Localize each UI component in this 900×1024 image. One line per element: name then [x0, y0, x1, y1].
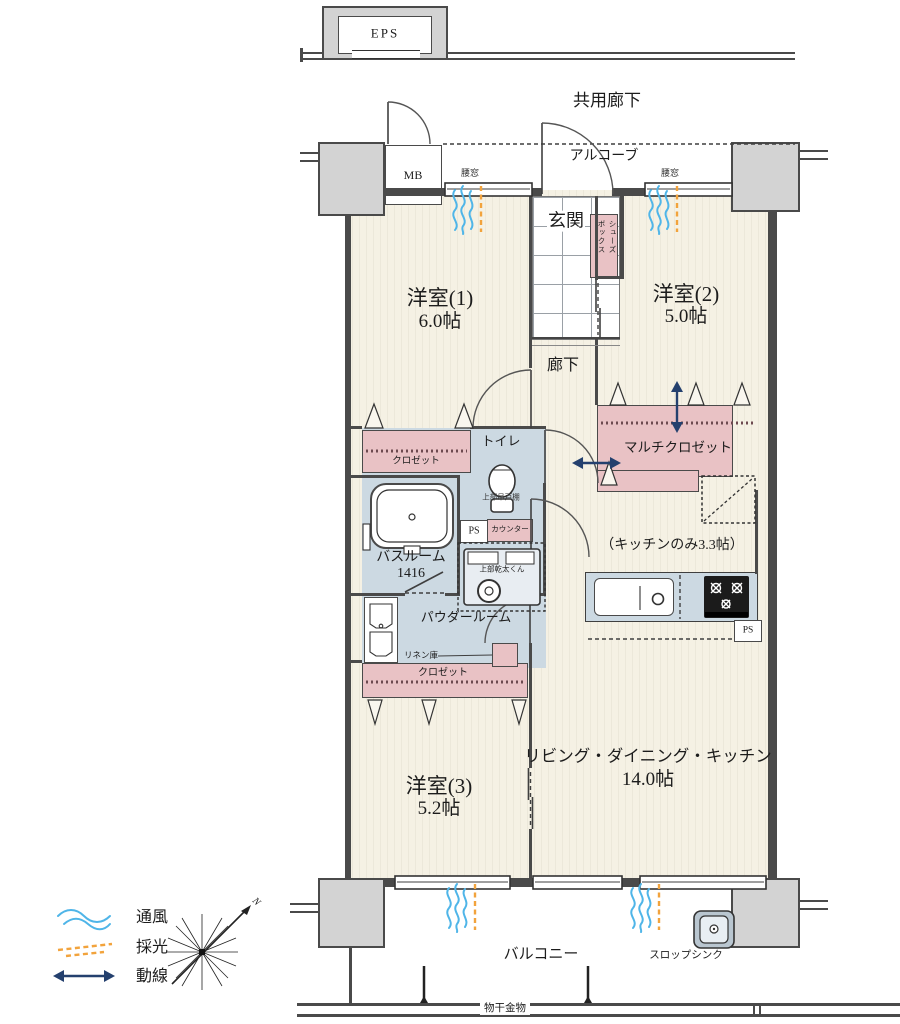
room3-size: 5.2帖 — [417, 798, 461, 820]
bifold-closet-upper — [364, 402, 474, 429]
slop-sink-label: スロップシンク — [649, 949, 723, 961]
sliding-door-room3 — [527, 768, 534, 829]
genkan-label: 玄関 — [547, 210, 585, 232]
linen-box — [492, 643, 518, 667]
sliding-door-room2 — [595, 280, 601, 338]
shoes-box — [590, 214, 618, 278]
linen-leader — [437, 654, 493, 657]
common-corridor-label: 共用廊下 — [573, 91, 641, 111]
legend-flow-label: 動線 — [135, 967, 169, 985]
door-bath-folding — [404, 571, 445, 594]
toilet-shelf-note: 上部吊戸棚 — [482, 492, 520, 502]
balcony-rail — [297, 1014, 900, 1017]
alcove-label: アルコーブ — [569, 148, 639, 164]
balcony-label: バルコニー — [503, 946, 579, 963]
toilet-fixture — [488, 464, 516, 513]
room2-name: 洋室(2) — [652, 281, 720, 306]
pillar-bottom-left — [318, 878, 385, 948]
eps-label: EPS — [370, 25, 400, 41]
kitchen-sink-faucet — [639, 586, 665, 610]
multi-closet-label: マルチクロゼット — [624, 440, 732, 456]
pillar-top-left — [318, 142, 385, 216]
bifold-closet-lower — [367, 699, 527, 727]
wall-top — [351, 188, 445, 196]
ps-toilet-label: PS — [468, 525, 480, 537]
vent-symbol-bottom-right — [630, 882, 661, 934]
legend-light-label: 採光 — [135, 938, 169, 956]
legend-flow-icon — [53, 970, 115, 982]
laundry-fitting-label: 物干金物 — [480, 1002, 530, 1016]
door-ldk — [530, 498, 590, 558]
window-room1-top — [444, 182, 533, 197]
vent-symbol-bottom-left — [446, 882, 477, 934]
bathroom-size: 1416 — [397, 565, 425, 581]
flow-arrow-vertical — [671, 381, 683, 433]
closet-upper-label: クロゼット — [392, 456, 440, 467]
kitchen-note: （キッチンのみ3.3帖） — [600, 537, 744, 553]
waist-window-label-1: 腰窓 — [460, 167, 480, 178]
mb-label: MB — [403, 168, 423, 183]
ps-kitchen-box — [734, 620, 762, 642]
ps-toilet-box — [460, 520, 488, 543]
linen-label: リネン庫 — [403, 650, 439, 661]
shoes-box-label: シューズ ボックス — [597, 220, 617, 254]
window-ldk-bottom2 — [639, 875, 767, 890]
ps-kitchen-label: PS — [742, 625, 754, 636]
hallway-label: 廊下 — [546, 356, 580, 374]
eps-door-sill — [352, 50, 420, 59]
room3-name: 洋室(3) — [405, 773, 473, 798]
waist-window-label-2: 腰窓 — [660, 167, 680, 178]
flow-arrow-horizontal — [572, 457, 621, 469]
door-entrance — [541, 122, 614, 195]
counter-label: カウンター — [491, 524, 529, 534]
door-room1 — [472, 369, 532, 429]
compass-north-arrow — [241, 905, 251, 915]
wall-right — [768, 212, 777, 880]
bifold-multi-closet — [600, 381, 751, 486]
room1-name: 洋室(1) — [406, 285, 474, 310]
pillar-bottom-right — [731, 878, 800, 948]
legend-light-icon — [57, 942, 113, 958]
toilet-label: トイレ — [481, 433, 521, 449]
wall-left — [345, 205, 351, 880]
laundry-pole-fittings — [422, 966, 590, 1003]
compass — [166, 908, 248, 990]
dryer-note: 上部乾太くん — [479, 564, 525, 574]
ldk-size: 14.0帖 — [621, 769, 675, 791]
room2-size: 5.0帖 — [664, 306, 708, 328]
window-ldk-bottom1 — [532, 875, 623, 890]
slop-sink-fixture — [693, 910, 735, 949]
ldk-name: リビング・ダイニング・キッチン — [524, 746, 772, 766]
bathtub-detail — [362, 489, 448, 555]
pillar-top-right — [731, 142, 800, 212]
genkan-step — [532, 337, 620, 346]
legend-vent-label: 通風 — [135, 908, 169, 926]
corridor-line — [300, 52, 795, 54]
fridge-space — [701, 475, 756, 524]
powder-room-label: パウダールーム — [420, 609, 512, 625]
door-mb — [387, 101, 431, 145]
vanity-basins — [369, 603, 393, 657]
balcony-divider — [349, 948, 352, 1006]
door-toilet — [544, 429, 599, 484]
window-room3-bottom — [394, 875, 511, 890]
corridor-line — [300, 58, 795, 60]
closet-lower-area — [362, 663, 528, 698]
balcony-rail — [297, 1003, 900, 1006]
closet-lower-label: クロゼット — [418, 667, 468, 679]
legend-vent-icon — [57, 909, 111, 931]
bathtub — [370, 483, 454, 549]
bathroom-name: バスルーム — [376, 549, 446, 565]
stove — [704, 576, 749, 618]
room1-size: 6.0帖 — [418, 311, 462, 333]
eps-inner — [338, 16, 432, 54]
washer-dryer — [457, 542, 546, 612]
